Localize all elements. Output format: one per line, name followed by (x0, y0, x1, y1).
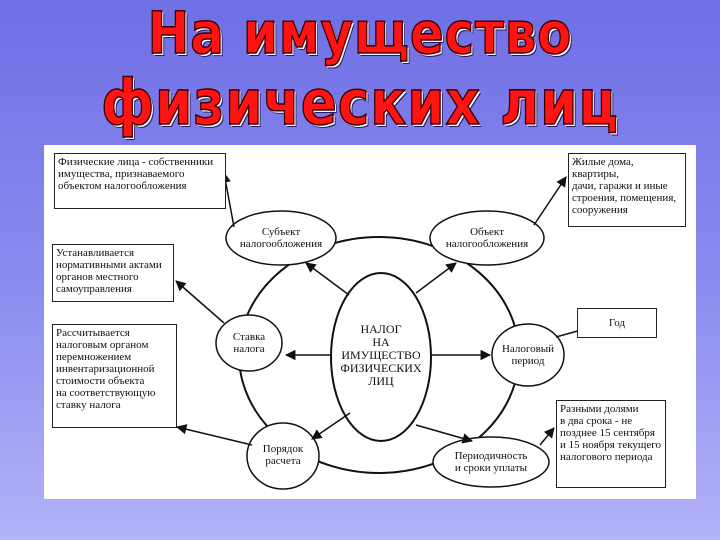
node-subject-label: Субъект налогообложения (239, 226, 323, 250)
arrow-center-object (415, 262, 457, 294)
slide-title-line-2: физических лиц (101, 66, 619, 139)
box-payment-desc: Разными долями в два срока - не позднее … (556, 400, 666, 488)
node-period-label: Налоговый период (501, 343, 555, 367)
node-period-ellipse (491, 323, 565, 387)
node-rate-label: Ставка налога (232, 331, 266, 355)
arrow-rate-box (175, 280, 225, 324)
arrow-object-box (533, 176, 567, 226)
center-ellipse (330, 272, 432, 442)
node-order-ellipse (246, 422, 320, 490)
node-order-label: Порядок расчета (262, 443, 304, 467)
box-subject-desc: Физические лица - собственники имущества… (54, 153, 226, 209)
node-rate-ellipse (215, 314, 283, 372)
arrow-order-box (175, 424, 253, 446)
node-object-ellipse (429, 210, 545, 266)
arrow-center-order (311, 412, 351, 440)
node-object-label: Объект налогообложения (445, 226, 529, 250)
slide-title-line-1: На имущество (147, 0, 573, 67)
node-payment-ellipse (432, 436, 550, 488)
diagram-lines (175, 171, 601, 490)
diagram-panel: Физические лица - собственники имущества… (44, 145, 696, 499)
arrow-center-subject (305, 262, 350, 296)
box-period-desc: Год (577, 308, 657, 338)
node-payment-label: Периодичность и сроки уплаты (454, 450, 528, 474)
box-rate-desc: Устанавливается нормативными актами орга… (52, 244, 174, 302)
arrow-center-payment (415, 424, 474, 444)
node-subject-ellipse (225, 210, 337, 266)
arrow-payment-box (539, 427, 555, 446)
box-object-desc: Жилые дома, квартиры, дачи, гаражи и ины… (568, 153, 686, 227)
center-label: НАЛОГ НА ИМУЩЕСТВО ФИЗИЧЕСКИХ ЛИЦ (340, 322, 422, 388)
box-order-desc: Рассчитывается налоговым органом перемно… (52, 324, 177, 428)
